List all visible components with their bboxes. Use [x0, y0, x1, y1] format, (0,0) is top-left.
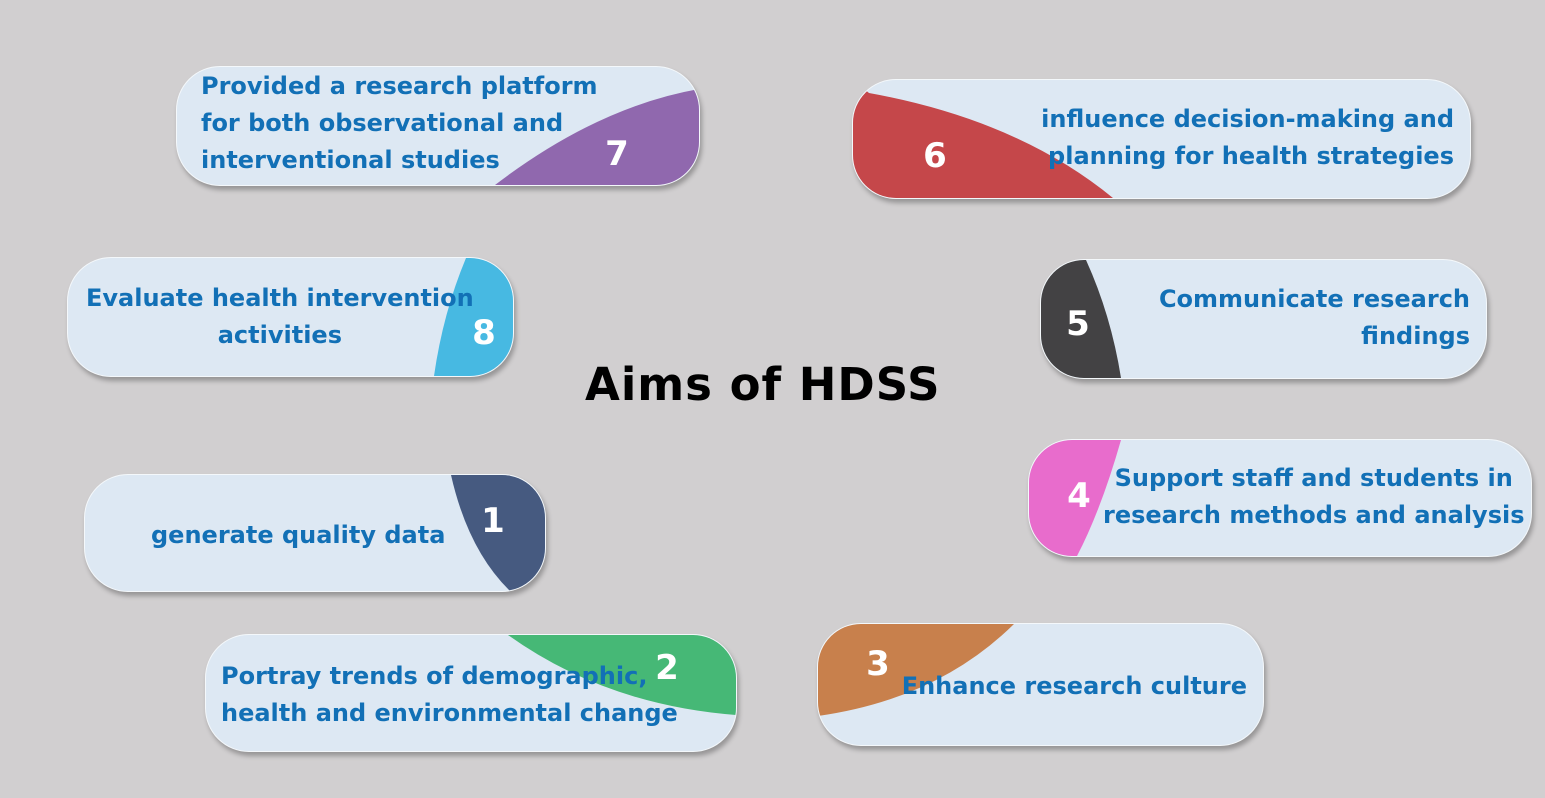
aim-8-line: activities [217, 321, 342, 349]
aim-1-line: generate quality data [151, 521, 446, 549]
aim-card-3: 3 Enhance research culture [817, 623, 1264, 746]
aim-1-text: generate quality data [151, 517, 445, 554]
aim-4-text: Support staff and students in research m… [1103, 460, 1525, 534]
aim-2-number: 2 [655, 648, 679, 688]
aim-4-number: 4 [1067, 476, 1091, 516]
aim-3-number: 3 [866, 644, 890, 684]
aim-card-6: 6 influence decision-making and planning… [852, 79, 1471, 199]
aim-1-number: 1 [481, 501, 505, 541]
aim-5-number: 5 [1066, 304, 1090, 344]
aim-3-accent-shape [818, 624, 1014, 716]
aim-2-line: Portray trends of demographic, [221, 662, 648, 690]
aim-2-line: health and environmental change [221, 699, 678, 727]
aim-card-4: 4 Support staff and students in research… [1028, 439, 1532, 557]
aim-6-accent-shape [853, 80, 1113, 198]
diagram-title: Aims of HDSS [585, 358, 941, 411]
aim-7-line: for both observational and [201, 109, 564, 137]
aim-8-line: Evaluate health intervention [86, 284, 474, 312]
aim-3-line: Enhance research culture [901, 672, 1247, 700]
aim-7-number: 7 [605, 134, 629, 174]
aim-6-number: 6 [923, 136, 947, 176]
aim-6-text: influence decision-making and planning f… [1041, 101, 1454, 175]
aim-7-accent-shape [495, 89, 699, 185]
aim-2-text: Portray trends of demographic, health an… [221, 658, 678, 732]
aim-7-line: Provided a research platform [201, 72, 598, 100]
aim-4-line: research methods and analysis [1103, 501, 1525, 529]
aim-5-line: findings [1361, 322, 1470, 350]
aim-8-accent-shape [434, 258, 513, 376]
aim-1-accent-shape [451, 475, 545, 591]
aim-7-text: Provided a research platform for both ob… [201, 68, 598, 179]
aim-5-line: Communicate research [1158, 285, 1470, 313]
aim-4-accent-shape [1029, 440, 1121, 556]
aim-6-line: planning for health strategies [1048, 142, 1454, 170]
aim-card-2: 2 Portray trends of demographic, health … [205, 634, 737, 752]
aim-card-1: 1 generate quality data [84, 474, 546, 592]
aim-4-line: Support staff and students in [1114, 464, 1513, 492]
aim-5-accent-shape [1041, 260, 1121, 378]
aim-7-line: interventional studies [201, 146, 500, 174]
aim-3-text: Enhance research culture [902, 668, 1247, 705]
aim-5-text: Communicate research findings [1159, 281, 1470, 355]
aim-card-8: 8 Evaluate health intervention activitie… [67, 257, 514, 377]
aim-card-7: 7 Provided a research platform for both … [176, 66, 700, 186]
aim-8-number: 8 [472, 313, 496, 353]
aim-8-text: Evaluate health intervention activities [86, 280, 474, 354]
aim-2-accent-shape [508, 635, 736, 715]
aim-6-line: influence decision-making and [1041, 105, 1454, 133]
aim-card-5: 5 Communicate research findings [1040, 259, 1487, 379]
